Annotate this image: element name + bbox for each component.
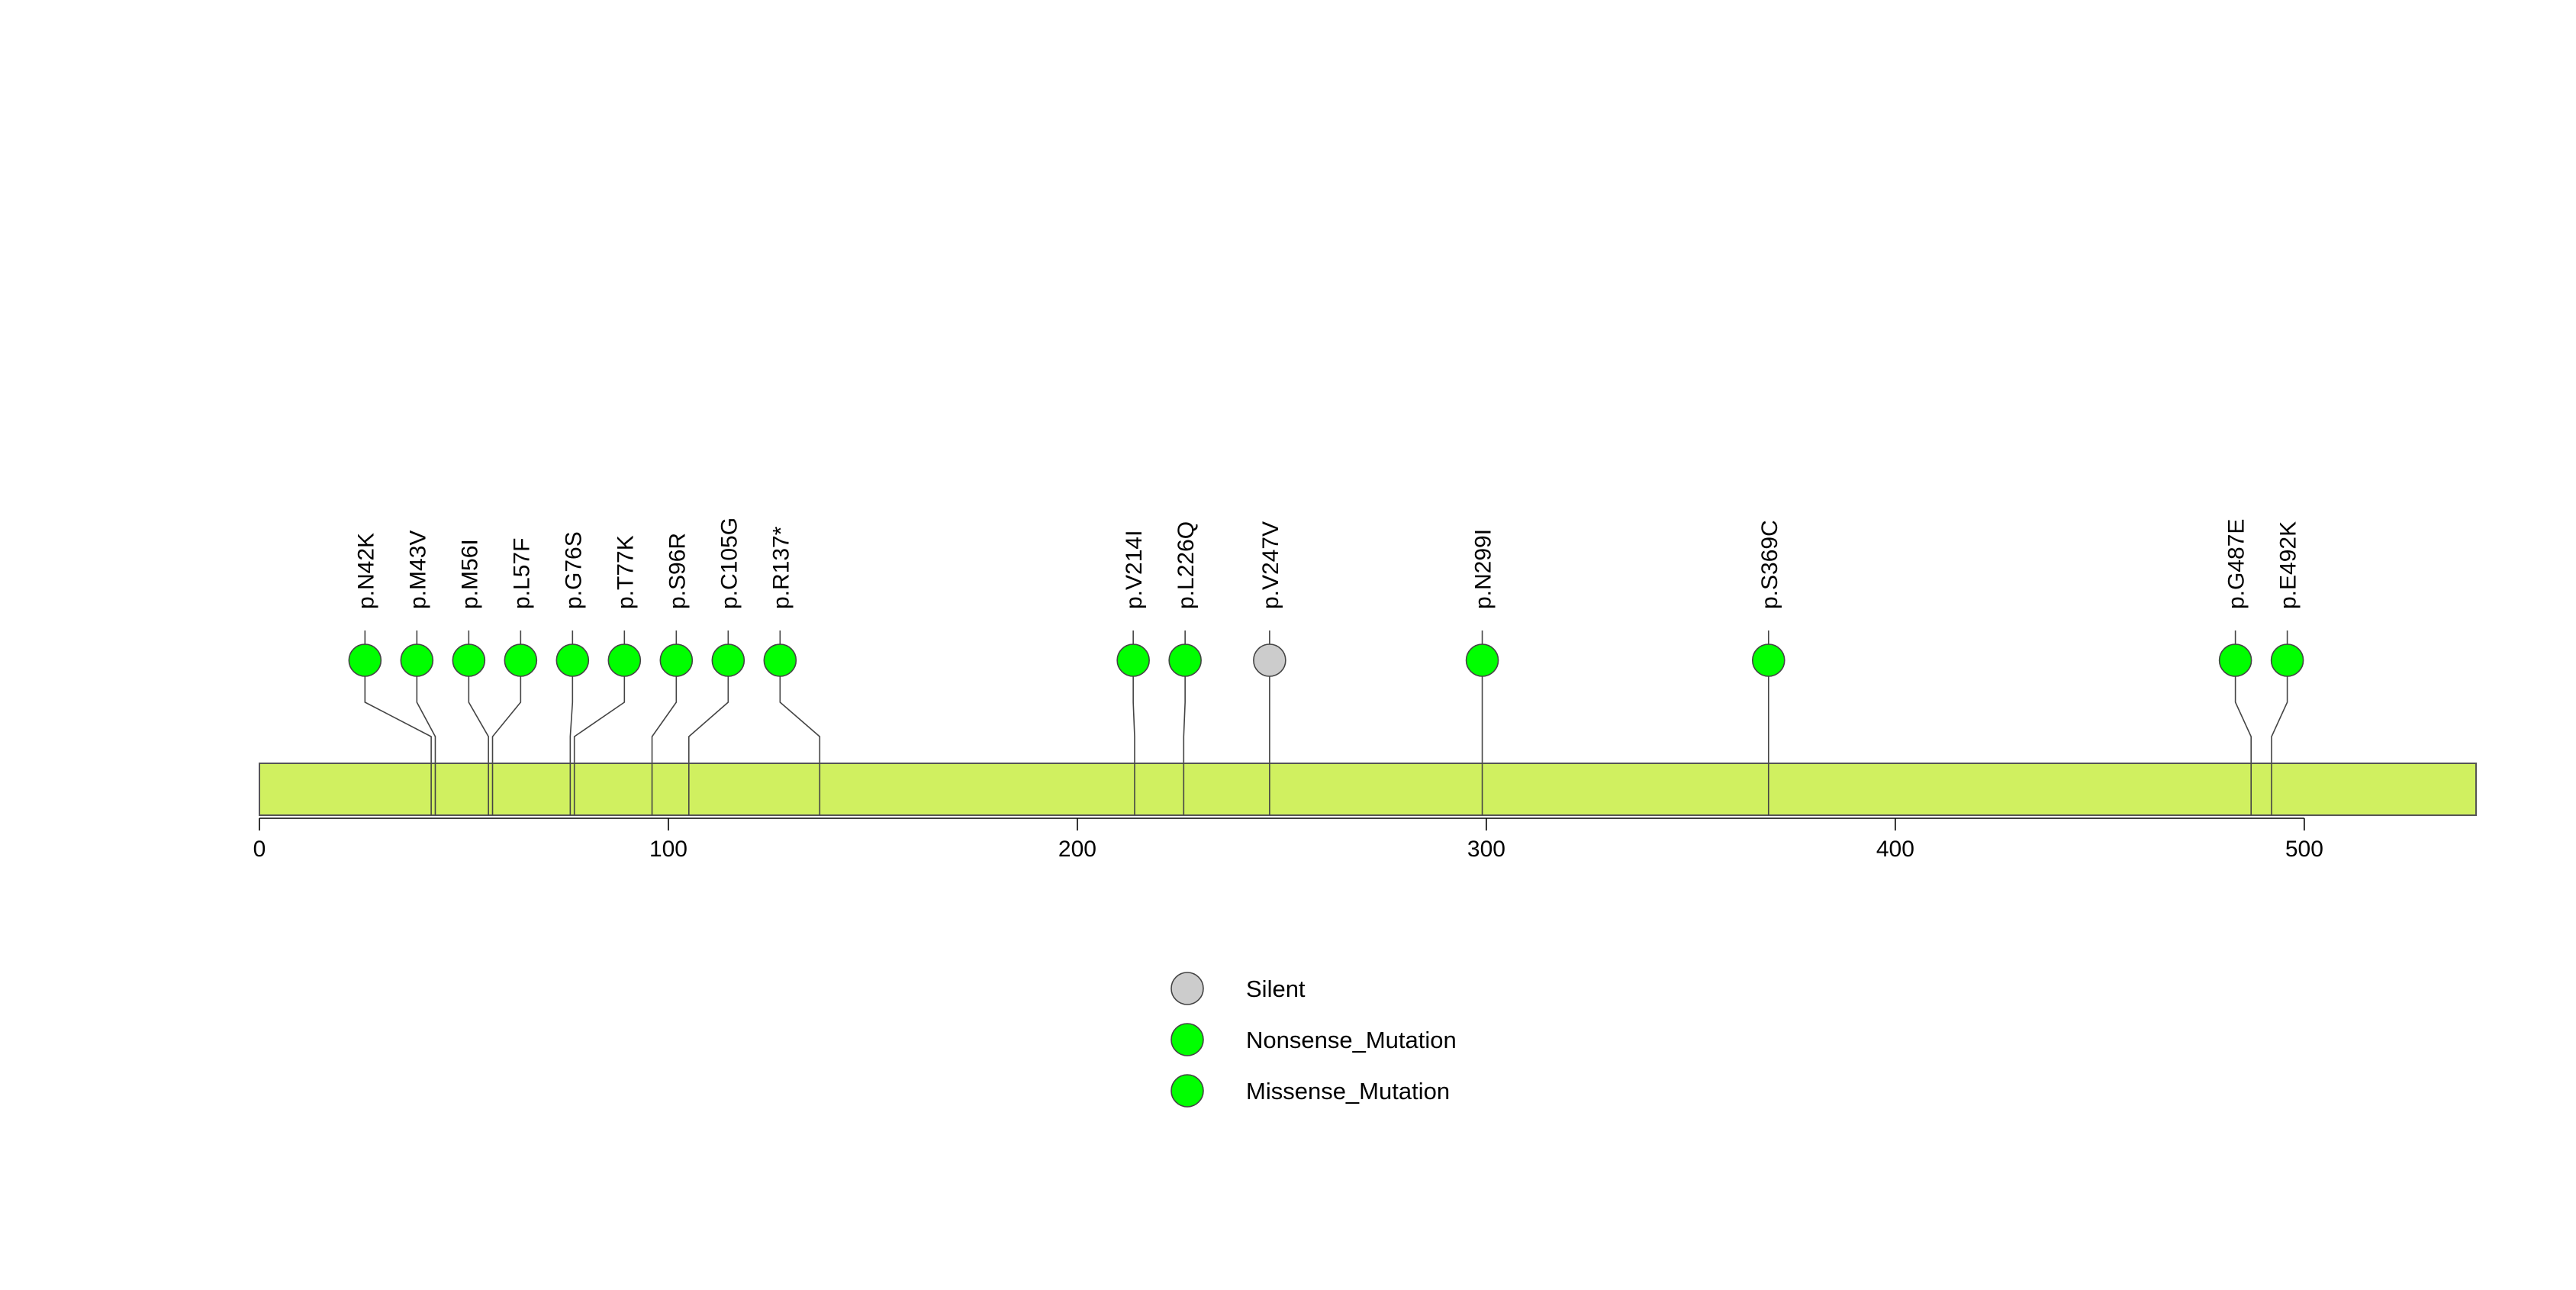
mutation-marker [348, 643, 382, 677]
x-tick-label: 200 [1058, 837, 1096, 862]
mutation-label: p.G76S [561, 531, 586, 609]
mutation-stem [1132, 660, 1135, 763]
mutation-marker [2218, 643, 2252, 677]
mutation-label: p.L226Q [1174, 521, 1199, 609]
mutation-marker [1253, 643, 1286, 677]
legend-marker [1170, 1023, 1204, 1056]
mutation-stem [2234, 660, 2252, 763]
x-axis: 0 100 200 300 400 500 [253, 818, 2323, 862]
mutation-marker [1116, 643, 1150, 677]
bar-position-ticks [430, 763, 2272, 815]
mutation-label: p.G487E [2224, 519, 2249, 609]
x-tick-label: 0 [253, 837, 266, 862]
mutation-stem [779, 660, 821, 763]
mutation-stem [364, 660, 432, 763]
mutation-stem [2271, 660, 2288, 763]
mutation-marker [711, 643, 745, 677]
mutation-label: p.E492K [2276, 521, 2301, 609]
legend-label: Nonsense_Mutation [1246, 1027, 1457, 1053]
mutation-label: p.N42K [353, 533, 378, 609]
mutation-label: p.V214I [1122, 531, 1147, 609]
mutation-labels: p.N42K p.M43V p.M56I p.L57F p.G76S p.T77K p.S9… [353, 518, 2301, 609]
mutation-stem [491, 660, 522, 763]
mutation-stem [1183, 660, 1186, 763]
x-tick-label: 500 [2285, 837, 2323, 862]
mutation-stem [573, 660, 626, 763]
mutation-stem [468, 660, 489, 763]
legend-marker [1170, 1074, 1204, 1108]
mutation-label: p.N299I [1471, 529, 1496, 609]
x-tick-label: 400 [1876, 837, 1914, 862]
mutation-marker [763, 643, 797, 677]
mutation-label: p.L57F [509, 538, 534, 609]
mutation-marker [400, 643, 434, 677]
protein-bar [259, 763, 2477, 816]
stems-layer [364, 630, 2288, 763]
mutation-marker [504, 643, 538, 677]
mutation-stem [416, 660, 436, 763]
mutation-marker [607, 643, 642, 677]
legend-label: Missense_Mutation [1246, 1078, 1450, 1105]
mutation-marker [2270, 643, 2304, 677]
mutation-stem [569, 660, 574, 763]
mutation-marker [555, 643, 590, 677]
mutation-label: p.V247V [1258, 521, 1283, 609]
mutation-label: p.S369C [1757, 520, 1782, 609]
mutation-label: p.M56I [457, 539, 482, 609]
mutation-label: p.T77K [613, 535, 638, 609]
mutation-label: p.M43V [405, 531, 430, 609]
legend-marker [1170, 972, 1204, 1005]
mutation-markers [348, 643, 2304, 677]
x-tick-label: 300 [1467, 837, 1505, 862]
mutation-marker [1465, 643, 1499, 677]
legend-label: Silent [1246, 976, 1306, 1002]
mutation-label: p.C105G [716, 518, 742, 609]
mutation-marker [452, 643, 486, 677]
mutation-label: p.S96R [665, 533, 690, 609]
x-tick-label: 100 [649, 837, 687, 862]
mutation-label: p.R137* [768, 526, 794, 609]
mutation-marker [659, 643, 694, 677]
mutation-stem [687, 660, 729, 763]
mutation-marker [1168, 643, 1202, 677]
mutation-marker [1751, 643, 1785, 677]
mutation-stem [651, 660, 678, 763]
